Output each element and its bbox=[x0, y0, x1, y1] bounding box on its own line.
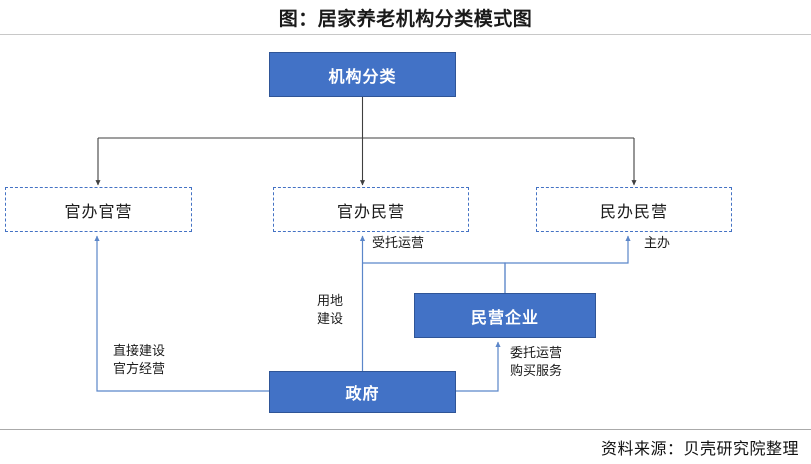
node-gov-gov[interactable]: 官办官营 bbox=[5, 187, 192, 232]
connector-government-to-enterprise bbox=[456, 341, 501, 392]
connector-enterprise-to-gov-priv bbox=[362, 262, 506, 293]
edge-label-land-construction: 用地 建设 bbox=[317, 293, 344, 326]
edge-label-commission-service: 委托运营 购买服务 bbox=[510, 345, 563, 378]
edge-label-direct-build: 直接建设 官方经营 bbox=[113, 343, 166, 376]
source-note: 资料来源：贝壳研究院整理 bbox=[600, 441, 799, 458]
header-divider bbox=[0, 34, 811, 35]
node-priv-priv[interactable]: 民办民营 bbox=[536, 187, 732, 232]
footer-divider bbox=[0, 429, 811, 430]
edge-label-host: 主办 bbox=[644, 235, 671, 250]
node-government[interactable]: 政府 bbox=[269, 371, 456, 413]
edge-label-entrusted-operation: 受托运营 bbox=[372, 235, 425, 250]
connector-enterprise-to-priv-priv bbox=[504, 235, 631, 293]
node-enterprise[interactable]: 民营企业 bbox=[414, 293, 596, 338]
node-gov-priv[interactable]: 官办民营 bbox=[273, 187, 469, 232]
connector-government-to-gov-gov bbox=[94, 235, 269, 392]
node-root[interactable]: 机构分类 bbox=[269, 52, 456, 97]
page-title: 图：居家养老机构分类模式图 bbox=[278, 9, 533, 30]
